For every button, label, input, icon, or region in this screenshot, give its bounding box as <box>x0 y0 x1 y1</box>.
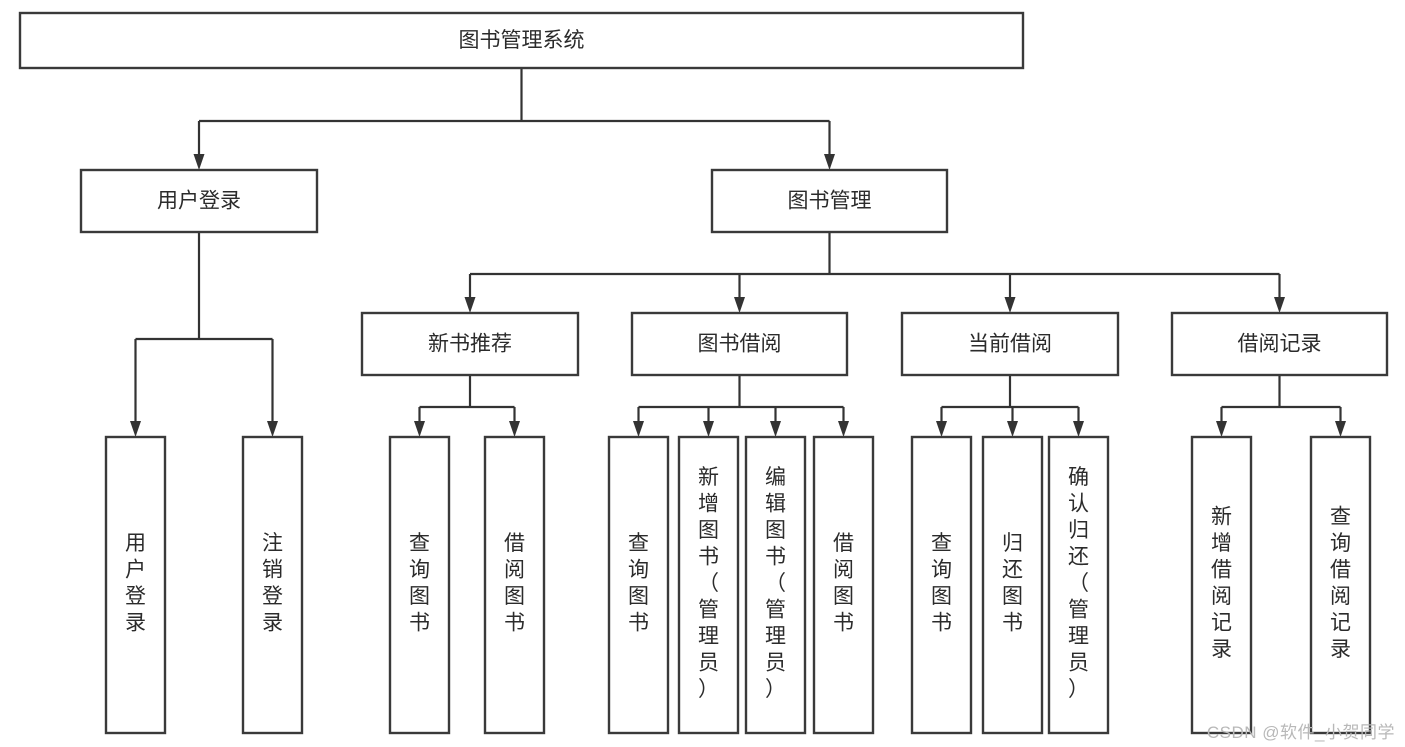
node-leaf-return-book[interactable]: 归还图书 <box>981 435 1044 735</box>
node-leaf-query-book-rec[interactable]: 查询图书 <box>388 435 451 735</box>
node-box-root[interactable] <box>18 11 1025 70</box>
node-user-login[interactable]: 用户登录 <box>79 168 319 234</box>
node-box-leaf-borrow-book-rec[interactable] <box>483 435 546 735</box>
edges-layer <box>130 68 1346 437</box>
node-leaf-query-book-cur[interactable]: 查询图书 <box>910 435 973 735</box>
node-label-book-management: 图书管理 <box>788 190 872 213</box>
node-label-leaf-query-book-cur: 查询图书 <box>931 532 952 635</box>
node-leaf-add-book[interactable]: 新增图书（管理员） <box>677 435 740 735</box>
node-label-root: 图书管理系统 <box>459 29 585 52</box>
node-box-current-borrow[interactable] <box>900 311 1120 377</box>
node-leaf-borrow-book-rec[interactable]: 借阅图书 <box>483 435 546 735</box>
node-new-book-recommend[interactable]: 新书推荐 <box>360 311 580 377</box>
node-label-leaf-return-book: 归还图书 <box>1002 532 1023 635</box>
nodes-layer: 图书管理系统用户登录图书管理新书推荐图书借阅当前借阅借阅记录用户登录注销登录查询… <box>18 11 1389 735</box>
node-label-user-login: 用户登录 <box>157 190 241 213</box>
node-box-leaf-logout[interactable] <box>241 435 304 735</box>
node-label-leaf-borrow-book: 借阅图书 <box>833 532 854 635</box>
node-label-leaf-confirm-return: 确认归还（管理员） <box>1068 466 1089 701</box>
node-box-leaf-user-login[interactable] <box>104 435 167 735</box>
node-box-book-borrow[interactable] <box>630 311 849 377</box>
node-box-new-book-recommend[interactable] <box>360 311 580 377</box>
node-box-leaf-confirm-return[interactable] <box>1047 435 1110 735</box>
node-leaf-logout[interactable]: 注销登录 <box>241 435 304 735</box>
node-label-leaf-query-book-borrow: 查询图书 <box>628 532 649 635</box>
node-book-management[interactable]: 图书管理 <box>710 168 949 234</box>
node-label-leaf-add-record: 新增借阅记录 <box>1211 506 1232 662</box>
node-box-leaf-borrow-book[interactable] <box>812 435 875 735</box>
node-label-new-book-recommend: 新书推荐 <box>428 333 512 356</box>
node-box-leaf-add-record[interactable] <box>1190 435 1253 735</box>
node-label-leaf-query-record: 查询借阅记录 <box>1330 506 1351 662</box>
node-box-leaf-add-book[interactable] <box>677 435 740 735</box>
node-box-leaf-edit-book[interactable] <box>744 435 807 735</box>
node-leaf-user-login[interactable]: 用户登录 <box>104 435 167 735</box>
node-label-leaf-borrow-book-rec: 借阅图书 <box>504 532 525 635</box>
node-leaf-query-record[interactable]: 查询借阅记录 <box>1309 435 1372 735</box>
node-box-leaf-query-book-cur[interactable] <box>910 435 973 735</box>
node-leaf-confirm-return[interactable]: 确认归还（管理员） <box>1047 435 1110 735</box>
node-leaf-borrow-book[interactable]: 借阅图书 <box>812 435 875 735</box>
node-box-leaf-query-record[interactable] <box>1309 435 1372 735</box>
node-label-leaf-logout: 注销登录 <box>262 532 283 635</box>
node-label-current-borrow: 当前借阅 <box>968 333 1052 356</box>
node-root[interactable]: 图书管理系统 <box>18 11 1025 70</box>
node-leaf-add-record[interactable]: 新增借阅记录 <box>1190 435 1253 735</box>
node-book-borrow[interactable]: 图书借阅 <box>630 311 849 377</box>
node-current-borrow[interactable]: 当前借阅 <box>900 311 1120 377</box>
node-leaf-edit-book[interactable]: 编辑图书（管理员） <box>744 435 807 735</box>
node-leaf-query-book-borrow[interactable]: 查询图书 <box>607 435 670 735</box>
node-label-leaf-edit-book: 编辑图书（管理员） <box>765 466 786 701</box>
node-box-book-management[interactable] <box>710 168 949 234</box>
node-box-leaf-query-book-borrow[interactable] <box>607 435 670 735</box>
node-label-borrow-record: 借阅记录 <box>1238 333 1322 356</box>
node-label-leaf-query-book-rec: 查询图书 <box>409 532 430 635</box>
node-borrow-record[interactable]: 借阅记录 <box>1170 311 1389 377</box>
node-box-user-login[interactable] <box>79 168 319 234</box>
node-box-leaf-query-book-rec[interactable] <box>388 435 451 735</box>
node-label-book-borrow: 图书借阅 <box>698 333 782 356</box>
node-box-borrow-record[interactable] <box>1170 311 1389 377</box>
node-label-leaf-user-login: 用户登录 <box>125 532 146 635</box>
node-box-leaf-return-book[interactable] <box>981 435 1044 735</box>
node-label-leaf-add-book: 新增图书（管理员） <box>698 466 719 701</box>
